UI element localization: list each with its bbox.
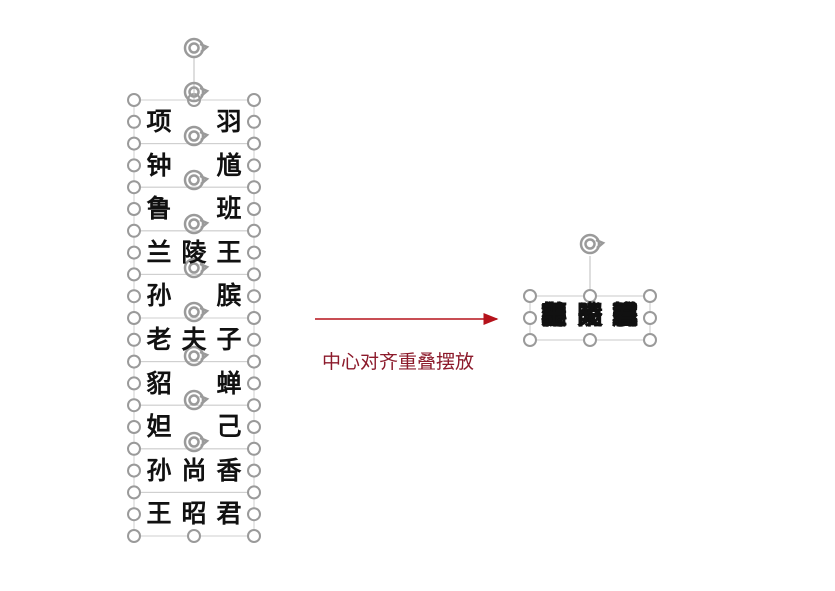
stacked-text-boxes[interactable] — [127, 37, 261, 543]
resize-handle-left[interactable] — [127, 158, 141, 173]
corner-handle[interactable] — [127, 223, 141, 238]
name-character: 蝉 — [216, 368, 242, 398]
resize-handle-right[interactable] — [247, 289, 261, 304]
resize-handle-left[interactable] — [127, 202, 141, 216]
name-character: 君 — [216, 499, 242, 529]
merged-text-box[interactable] — [523, 233, 657, 347]
name-character: 昭 — [181, 499, 207, 529]
name-character: 子 — [216, 325, 242, 354]
rotate-handle-icon[interactable] — [183, 389, 209, 411]
resize-handle[interactable] — [643, 289, 657, 303]
corner-handle[interactable] — [127, 311, 141, 325]
name-character: 己 — [216, 412, 242, 442]
name-character: 馗 — [216, 150, 242, 180]
resize-handle-left[interactable] — [127, 332, 141, 347]
resize-handle-left[interactable] — [127, 420, 141, 434]
name-character: 尚 — [181, 455, 207, 485]
corner-handle[interactable] — [127, 354, 141, 369]
corner-handle[interactable] — [247, 223, 261, 238]
caption-center-align-overlap: 中心对齐重叠摆放 — [322, 351, 475, 373]
name-character: 陵 — [181, 237, 207, 267]
name-character: 兰 — [146, 237, 172, 267]
resize-handle-right[interactable] — [247, 245, 261, 260]
corner-handle[interactable] — [247, 529, 261, 543]
name-character: 班 — [216, 194, 242, 224]
corner-handle[interactable] — [127, 529, 141, 543]
resize-handle-left[interactable] — [127, 376, 141, 391]
resize-handle-right[interactable] — [247, 114, 261, 129]
name-character: 孙 — [146, 455, 172, 485]
corner-handle[interactable] — [247, 441, 261, 456]
resize-handle-left[interactable] — [127, 114, 141, 129]
rotate-handle-icon[interactable] — [579, 233, 605, 255]
name-character: 香 — [216, 455, 242, 485]
corner-handle[interactable] — [247, 311, 261, 325]
name-character: 貂 — [146, 368, 172, 398]
corner-handle[interactable] — [127, 485, 141, 500]
corner-handle[interactable] — [247, 180, 261, 195]
corner-handle[interactable] — [127, 441, 141, 456]
resize-handle-left[interactable] — [127, 463, 141, 478]
resize-handle[interactable] — [643, 311, 657, 325]
corner-handle[interactable] — [247, 136, 261, 151]
name-character: 孙 — [146, 281, 172, 311]
corner-handle[interactable] — [127, 398, 141, 413]
resize-handle-right[interactable] — [247, 332, 261, 347]
edge-handle[interactable] — [187, 529, 201, 543]
resize-handle-right[interactable] — [247, 420, 261, 434]
resize-handle-right[interactable] — [247, 158, 261, 173]
resize-handle[interactable] — [583, 289, 597, 303]
name-character: 王 — [216, 237, 242, 267]
rotate-handle-icon[interactable] — [183, 37, 209, 59]
corner-handle[interactable] — [127, 136, 141, 151]
name-character: 项 — [146, 107, 172, 136]
name-character: 钟 — [146, 150, 172, 180]
corner-handle[interactable] — [247, 267, 261, 282]
corner-handle[interactable] — [127, 180, 141, 195]
name-character: 妲 — [146, 412, 172, 442]
resize-handle-right[interactable] — [247, 376, 261, 391]
resize-handle-right[interactable] — [247, 463, 261, 478]
resize-handle[interactable] — [523, 289, 537, 303]
name-character: 王 — [146, 499, 172, 529]
rotate-handle-icon[interactable] — [183, 169, 209, 191]
corner-handle[interactable] — [127, 93, 141, 107]
name-character: 夫 — [181, 325, 207, 354]
name-character: 老 — [146, 325, 172, 354]
name-character: 鲁 — [146, 194, 172, 224]
name-character: 膑 — [216, 281, 242, 311]
corner-handle[interactable] — [247, 354, 261, 369]
resize-handle[interactable] — [583, 333, 597, 347]
corner-handle[interactable] — [247, 93, 261, 107]
resize-handle[interactable] — [643, 333, 657, 347]
name-character: 羽 — [216, 107, 242, 136]
resize-handle-right[interactable] — [247, 202, 261, 216]
resize-handle-right[interactable] — [247, 507, 261, 522]
resize-handle[interactable] — [523, 333, 537, 347]
corner-handle[interactable] — [247, 485, 261, 500]
rotate-handle-icon[interactable] — [183, 125, 209, 147]
resize-handle-left[interactable] — [127, 289, 141, 304]
corner-handle[interactable] — [127, 267, 141, 282]
resize-handle[interactable] — [523, 311, 537, 325]
corner-handle[interactable] — [247, 398, 261, 413]
resize-handle-left[interactable] — [127, 245, 141, 260]
resize-handle-left[interactable] — [127, 507, 141, 522]
